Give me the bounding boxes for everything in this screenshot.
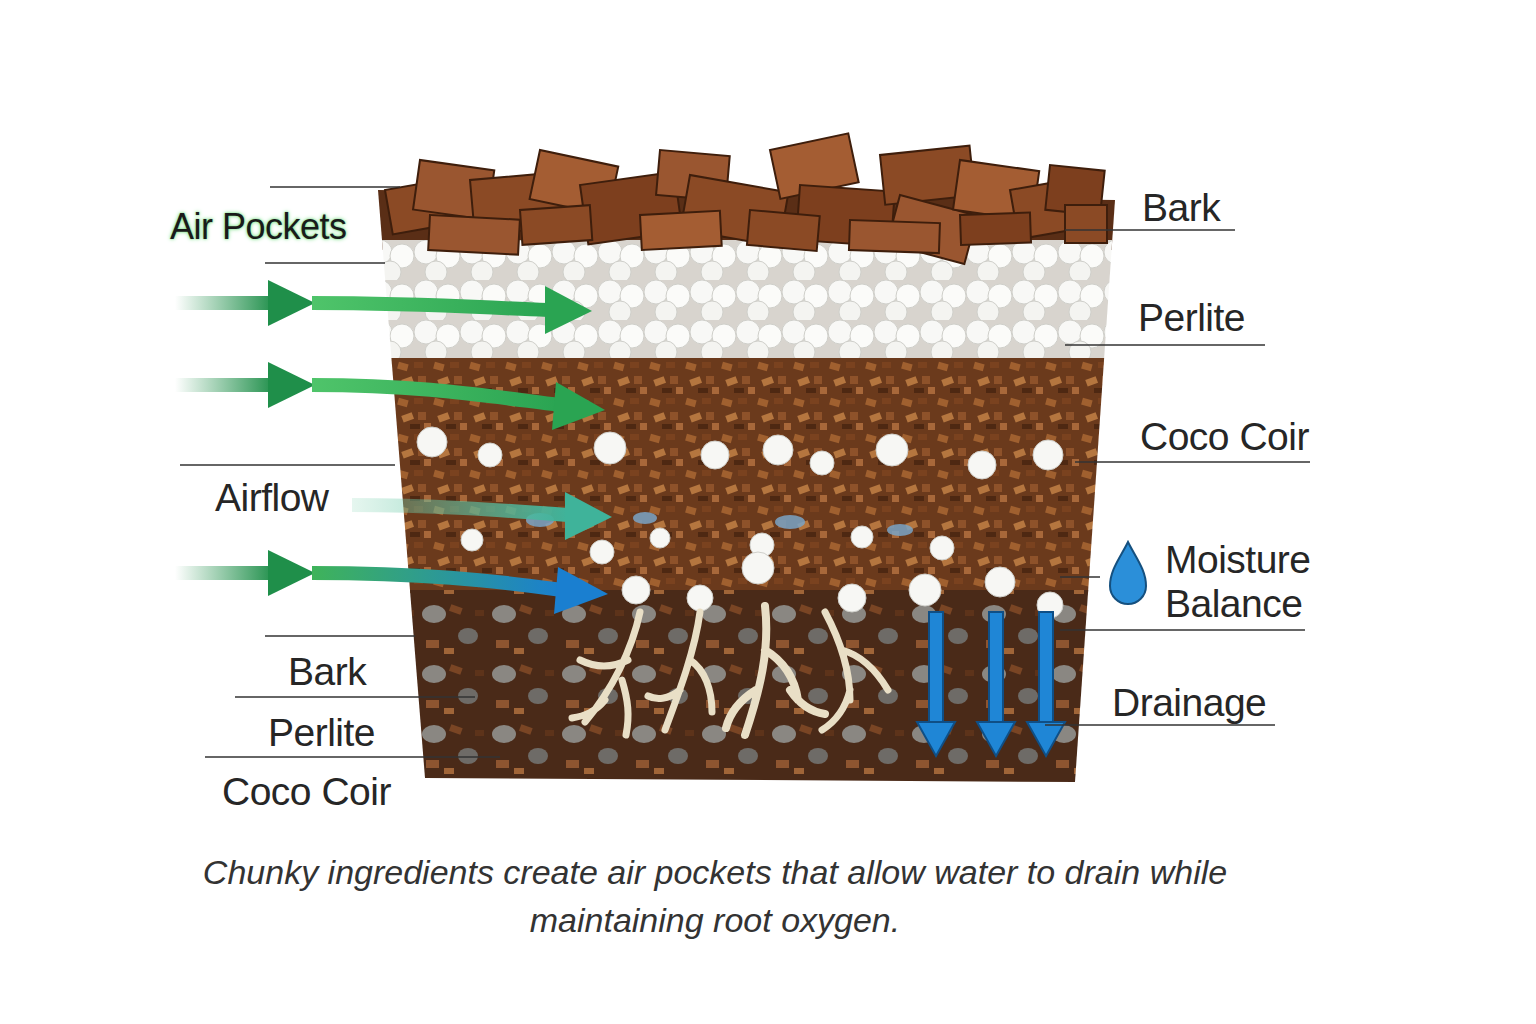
leader-lines-part — [265, 262, 385, 264]
perlite-scatter-part — [930, 536, 954, 560]
perlite-scatter-part — [650, 528, 670, 548]
layer-label: Air Pockets — [170, 205, 347, 249]
layer-label: Bark — [288, 650, 366, 694]
bark-chunks-part — [640, 211, 722, 250]
airflow-arrows-part — [312, 303, 548, 310]
water-pockets-part — [775, 515, 805, 529]
water-drop-icon — [1110, 542, 1146, 604]
leader-lines-part — [265, 635, 415, 637]
drainage-arrows-part — [929, 612, 943, 724]
water-pockets-part — [887, 524, 913, 536]
perlite-scatter-part — [810, 451, 834, 475]
leader-lines-part — [270, 186, 400, 188]
airflow-arrows-part — [352, 505, 568, 515]
perlite-scatter-part — [968, 451, 996, 479]
leader-lines-part — [1060, 576, 1100, 578]
bark-chunks — [385, 133, 1107, 264]
roots-part — [648, 612, 712, 730]
airflow-arrows-part — [175, 296, 275, 310]
perlite-scatter-part — [461, 529, 483, 551]
perlite-scatter-part — [622, 576, 650, 604]
drainage-arrows-part — [917, 722, 955, 756]
roots-part — [822, 612, 888, 730]
soil-layers — [370, 180, 1130, 790]
water-pockets-part — [633, 512, 657, 524]
airflow-arrows — [175, 280, 612, 614]
soil-layers-part — [370, 590, 1130, 790]
perlite-scatter-part — [851, 526, 873, 548]
airflow-arrows-part — [268, 280, 315, 326]
drainage-arrows-part — [1039, 612, 1053, 724]
leader-lines-part — [1065, 344, 1265, 346]
perlite-scatter-part — [876, 434, 908, 466]
bark-chunks-part — [747, 210, 820, 251]
bark-chunks-part — [849, 220, 940, 253]
bark-chunks-part — [1065, 205, 1107, 243]
perlite-scatter-part — [594, 432, 626, 464]
layer-label: Coco Coir — [222, 770, 391, 814]
perlite-scatter-part — [687, 585, 713, 611]
leader-lines — [180, 187, 1310, 757]
perlite-scatter-part — [985, 567, 1015, 597]
airflow-arrows-part — [175, 566, 275, 580]
airflow-arrows-part — [175, 378, 275, 392]
perlite-scatter-part — [909, 574, 941, 606]
perlite-scatter-part — [742, 552, 774, 584]
leader-lines-part — [1060, 629, 1305, 631]
layer-label: Airflow — [215, 476, 329, 520]
layer-label: Coco Coir — [1140, 415, 1309, 459]
bark-chunks-part — [520, 205, 592, 245]
perlite-scatter-part — [478, 443, 502, 467]
layer-label: Perlite — [268, 711, 375, 755]
perlite-scatter-part — [417, 427, 447, 457]
layer-label: Perlite — [1138, 296, 1245, 340]
airflow-arrows-part — [312, 385, 560, 405]
leader-lines-part — [1075, 461, 1310, 463]
airflow-arrows-part — [554, 567, 608, 614]
leader-lines-part — [235, 696, 475, 698]
airflow-arrows-part — [552, 382, 605, 430]
perlite-scatter-part — [590, 540, 614, 564]
leader-lines-part — [205, 756, 500, 758]
perlite-scatter-part — [763, 435, 793, 465]
layer-label: Moisture Balance — [1165, 538, 1335, 626]
airflow-arrows-part — [312, 573, 562, 590]
roots — [572, 606, 888, 735]
roots-part — [572, 612, 640, 735]
airflow-arrows-part — [545, 286, 592, 334]
leader-lines-part — [1065, 229, 1235, 231]
perlite-scatter-part — [1033, 440, 1063, 470]
drainage-arrows-part — [977, 722, 1015, 756]
perlite-scatter-part — [838, 584, 866, 612]
drainage-arrows — [917, 612, 1065, 756]
layer-label: Drainage — [1112, 681, 1266, 725]
layer-label: Bark — [1142, 186, 1220, 230]
roots-part — [726, 606, 825, 735]
airflow-arrows-part — [268, 550, 315, 596]
bark-chunks-part — [960, 213, 1031, 245]
leader-lines-part — [180, 464, 395, 466]
drainage-arrows-part — [1027, 722, 1065, 756]
leader-lines-part — [1045, 724, 1275, 726]
perlite-scatter-part — [701, 441, 729, 469]
airflow-arrows-part — [268, 362, 315, 408]
caption: Chunky ingredients create air pockets th… — [195, 848, 1235, 944]
drainage-arrows-part — [989, 612, 1003, 724]
airflow-arrows-part — [565, 492, 612, 540]
bark-chunks-part — [428, 215, 520, 255]
